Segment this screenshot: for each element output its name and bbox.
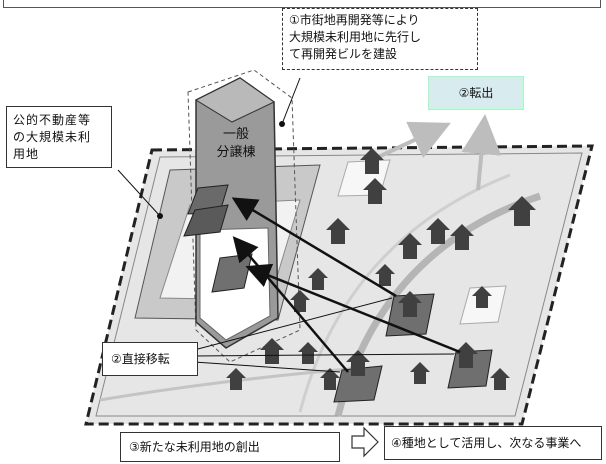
building-face bbox=[194, 77, 275, 123]
callout-reuse-text: ④種地として活用し、次なる事業へ bbox=[384, 426, 602, 460]
house-icon bbox=[320, 368, 340, 390]
leader-direct-2 bbox=[193, 361, 341, 373]
leader-public-land bbox=[117, 169, 161, 217]
top-frame-line bbox=[3, 0, 601, 8]
leader-top bbox=[281, 77, 301, 125]
house-icon bbox=[360, 148, 384, 174]
house-icon bbox=[326, 218, 350, 244]
house-icon bbox=[308, 268, 328, 290]
move-out-arrow-left bbox=[371, 121, 451, 162]
move-out-arrow-right bbox=[461, 114, 502, 191]
house-plot bbox=[333, 365, 383, 403]
house-icon bbox=[490, 368, 510, 390]
relocation-arrow bbox=[232, 236, 349, 373]
callout-new-land-text: ③新たな未利用地の創出 bbox=[120, 432, 340, 462]
road-curve-inner bbox=[298, 173, 511, 413]
leader-dot bbox=[157, 213, 163, 219]
callout-public-land-text: 公的不動産等 の大規模未利 用地 bbox=[6, 106, 112, 168]
callout-top-text: ①市街地再開発等により 大規模未利用地に先行し て再開発ビルを建設 bbox=[282, 8, 478, 70]
house-icon bbox=[410, 362, 430, 384]
house-icon bbox=[398, 291, 422, 317]
house-icon bbox=[398, 233, 422, 259]
house-icon bbox=[426, 218, 450, 244]
leader-direct-3 bbox=[193, 353, 455, 357]
house-icon bbox=[298, 342, 318, 364]
right-arrow-icon bbox=[351, 426, 379, 458]
relocation-arrow bbox=[231, 197, 397, 298]
house-icon bbox=[450, 224, 474, 250]
house-icon bbox=[363, 178, 387, 204]
building-label: 一般 分譲棟 bbox=[216, 127, 256, 160]
callout-move-out-text: ②転出 bbox=[428, 76, 524, 110]
house-icon bbox=[454, 342, 478, 368]
relocation-arrow bbox=[245, 263, 461, 354]
house-icon bbox=[290, 290, 310, 312]
building-shadow bbox=[187, 69, 301, 363]
house-icon bbox=[346, 350, 370, 376]
house-icon bbox=[472, 286, 492, 308]
house-icon bbox=[260, 338, 284, 364]
leader-dot bbox=[279, 121, 285, 127]
callout-direct-move-text: ②直接移転 bbox=[102, 342, 198, 376]
house-icon bbox=[508, 196, 536, 226]
unit-tile bbox=[183, 204, 229, 237]
house-icon bbox=[226, 368, 246, 390]
leader-direct-1 bbox=[193, 297, 393, 351]
house-icon bbox=[375, 264, 395, 286]
